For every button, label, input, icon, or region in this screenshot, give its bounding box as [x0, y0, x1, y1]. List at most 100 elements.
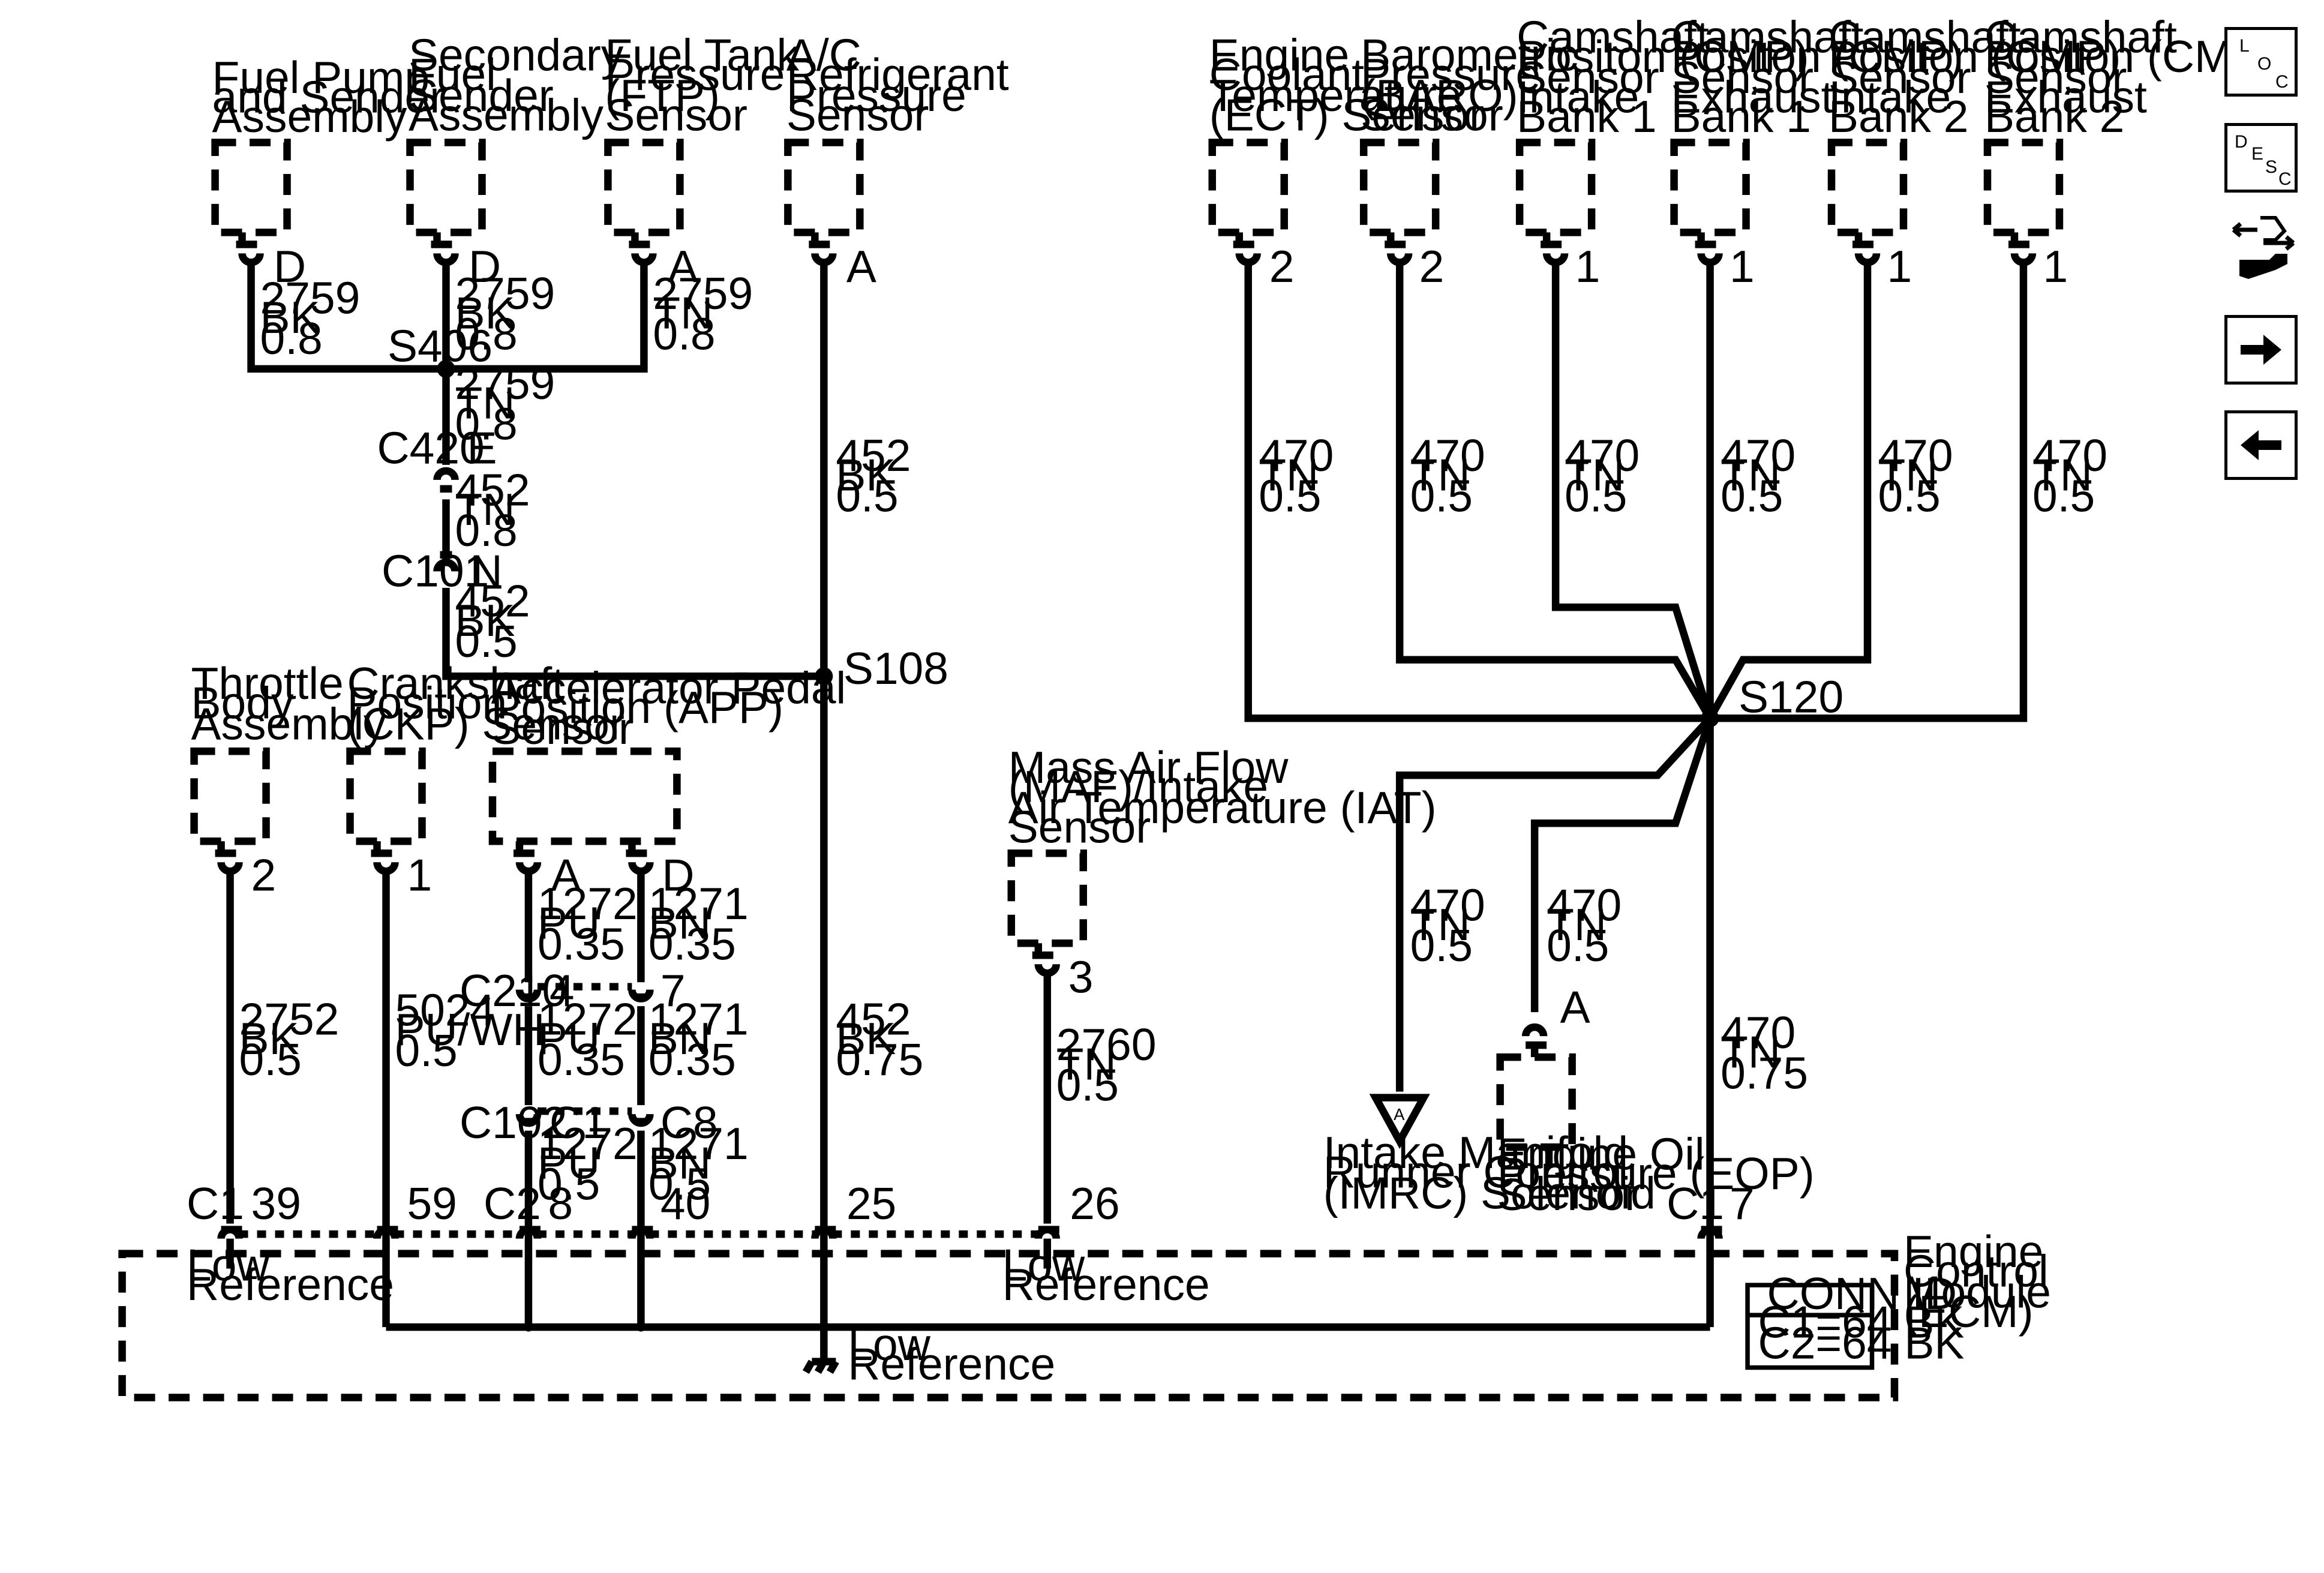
diagram-label: 0.5 — [648, 1159, 711, 1209]
diagram-label: (CKP) Sensor — [347, 698, 624, 749]
diagram-label: Intake Manifold — [1323, 1127, 1628, 1178]
ecm-module[interactable]: Engine Control Module (ECM) — [118, 1226, 2051, 1401]
diagram-label: PU — [538, 1013, 600, 1064]
diagram-label: 1 — [1887, 241, 1912, 292]
diagram-label: 470 — [1878, 430, 1953, 481]
diagram-label: 0.35 — [648, 1034, 736, 1085]
ftp-sensor-component[interactable]: Fuel Tank Pressure (FTP) Sensor A — [604, 29, 800, 292]
diagram-label: Sensor — [1984, 52, 2127, 103]
diagram-label: A — [668, 241, 698, 292]
eop-sensor-component[interactable]: A Engine Oil Pressure (EOP) Sensor — [1496, 982, 1815, 1220]
diagram-label: C2 — [484, 1178, 541, 1229]
diagram-label: BN — [648, 1013, 711, 1064]
diagram-label: 7 — [1730, 1178, 1755, 1229]
fuel-pump-sender-component[interactable]: Fuel Pump and Sender Assembly D — [211, 52, 445, 292]
imrc-solenoid-component[interactable]: A Intake Manifold Runner Control (IMRC) … — [1323, 1094, 1656, 1218]
diagram-label: Intake — [1828, 71, 1951, 122]
cmp-intake-bank1-component[interactable]: Camshaft Positon (CMP) Sensor Intake Ban… — [1515, 11, 1809, 292]
diagram-label: TN — [1056, 1039, 1116, 1089]
diagram-label: BK — [455, 595, 515, 646]
ac-pressure-sensor-component[interactable]: A/C Refrigerant Pressure Sensor A — [784, 29, 1009, 292]
loc-button[interactable]: L O C — [2224, 27, 2298, 97]
diagram-label: A — [1560, 982, 1590, 1032]
diagram-label: 470 — [2032, 430, 2107, 481]
splice-s120: S120 — [1701, 671, 1843, 728]
diagram-label: BN — [648, 898, 711, 948]
diagram-label: Position (APP) — [491, 682, 783, 733]
diagram-label: Fuel Pump — [212, 52, 430, 103]
diagram-label: Camshaft — [1671, 11, 1864, 62]
maf-iat-sensor-component[interactable]: Mass Air Flow (MAF)/Intake Air Temperatu… — [1007, 742, 1437, 1002]
diagram-label: C8 — [660, 1097, 718, 1148]
diagram-label: 0.8 — [260, 313, 323, 364]
diagram-label: Sensor — [1008, 802, 1151, 852]
diagram-label: 8 — [548, 1178, 573, 1229]
cmp-exhaust-bank1-component[interactable]: Camshaft Positon (CMP) Sensor Exhaust Ba… — [1670, 11, 1963, 292]
diagram-label: TN — [1410, 899, 1470, 950]
diagram-label: 4 — [550, 965, 575, 1016]
diagram-label: Positon (CMP) — [1517, 31, 1809, 82]
diagram-label: Bank 2 — [1828, 91, 1968, 142]
diagram-label: Body — [191, 677, 294, 728]
diagram-label: TN — [1547, 899, 1607, 950]
diagram-label: Reference — [848, 1339, 1055, 1389]
diagram-label: TN — [1565, 449, 1625, 500]
diagram-label: 1 — [1575, 241, 1601, 292]
ckp-sensor-component[interactable]: Crankshaft Position (CKP) Sensor 1 — [346, 658, 624, 900]
diagram-label: 1 — [2043, 241, 2068, 292]
diagram-label: 1272 — [538, 878, 638, 929]
diagram-label: 1271 — [648, 1118, 749, 1169]
desc-button[interactable]: D E S C — [2224, 123, 2298, 193]
diagram-label: TN — [1878, 449, 1938, 500]
diagram-label: C1 — [550, 1097, 607, 1148]
back-button[interactable] — [2224, 410, 2298, 480]
connector-wrench-icon[interactable] — [2227, 213, 2299, 288]
diagram-label: 2759 — [455, 358, 555, 409]
splice-s406: S406 — [388, 320, 493, 378]
diagram-label: 0.35 — [538, 919, 625, 969]
diagram-label: BK — [836, 1013, 896, 1064]
diagram-label: Assembly — [212, 91, 407, 142]
next-button[interactable] — [2224, 315, 2298, 385]
diagram-label: Pressure — [786, 70, 966, 121]
diagram-label: TN — [1410, 449, 1470, 500]
secondary-fuel-sender-component[interactable]: Secondary Fuel Sender Assembly D — [406, 29, 624, 292]
desc-letter-e: E — [2251, 144, 2264, 164]
diagram-label: 470 — [1547, 880, 1622, 930]
ect-sensor-component[interactable]: Engine Coolant Temperature (ECT) Sensor … — [1208, 29, 1484, 292]
diagram-label: Position — [347, 677, 508, 728]
diagram-label: CONN ID — [1767, 1268, 1957, 1319]
cmp-intake-bank2-component[interactable]: Camshaft Positon (CMP) Sensor Intake Ban… — [1827, 11, 2121, 292]
diagram-label: TN — [1721, 449, 1780, 500]
diagram-label: Exhaust — [1671, 71, 1834, 122]
diagram-label: PU — [538, 1138, 600, 1188]
diagram-label: TN — [653, 287, 713, 338]
diagram-label: 470 — [1410, 880, 1485, 930]
diagram-label: Engine — [1209, 29, 1349, 80]
desc-letter-s: S — [2265, 157, 2278, 177]
diagram-label: 0.8 — [455, 308, 517, 359]
diagram-label: 0.5 — [395, 1025, 457, 1076]
throttle-body-component[interactable]: Throttle Body Assembly 2 — [190, 658, 386, 900]
splice-s108: S108 — [815, 643, 948, 694]
diagram-label: 0.5 — [1565, 470, 1627, 521]
diagram-label: 470 — [1410, 430, 1485, 481]
diagram-label: 7 — [660, 965, 686, 1016]
diagram-label: Low — [848, 1319, 930, 1370]
diagram-label: Assembly — [409, 89, 603, 140]
diagram-label: C420 — [377, 422, 484, 473]
diagram-label: 0.8 — [455, 398, 517, 449]
baro-sensor-component[interactable]: Barometric Pressure (BARO) Sensor 2 — [1359, 29, 1578, 292]
diagram-label: 0.5 — [1410, 470, 1473, 521]
diagram-label: BK — [455, 287, 515, 338]
diagram-label: 2759 — [455, 268, 555, 319]
diagram-label: Secondary — [409, 29, 624, 80]
ground-icon — [802, 1358, 839, 1374]
diagram-label: 3 — [1068, 952, 1094, 1002]
diagram-label: 1 — [1730, 241, 1755, 292]
diagram-label: (MAF)/Intake — [1008, 761, 1268, 812]
diagram-label: BK — [260, 292, 320, 343]
app-sensor-component[interactable]: Accelerator Pedal Position (APP) Sensor … — [488, 662, 846, 900]
connector-c101: C101 N — [382, 545, 503, 596]
diagram-label: BK — [836, 449, 896, 500]
